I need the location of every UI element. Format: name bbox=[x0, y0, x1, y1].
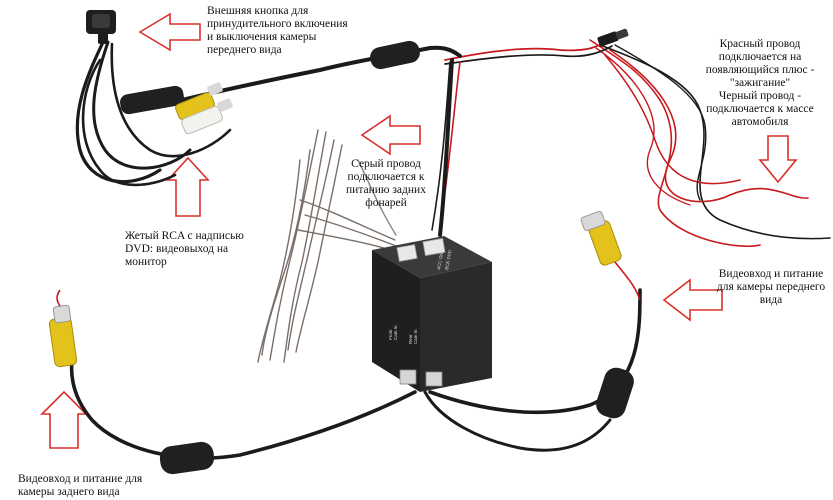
power-wires bbox=[431, 28, 831, 248]
label-yellow-rca: Жетый RCA с надписью DVD: видеовыход на … bbox=[125, 230, 244, 268]
arrow-yellow-rca bbox=[166, 156, 210, 217]
module-port-label-b: RearCam In bbox=[408, 329, 418, 344]
arrow-external-button bbox=[138, 12, 201, 52]
module-port-label-a: FrontCam In bbox=[388, 325, 398, 340]
rca-front-camera-connector bbox=[580, 211, 641, 301]
external-button-icon bbox=[86, 10, 116, 44]
cable-bulge-rear bbox=[159, 441, 215, 475]
arrow-power-wires bbox=[758, 135, 798, 184]
label-gray-wire: Серый провод подключается к питанию задн… bbox=[346, 158, 426, 209]
label-rear-camera-input: Видеовход и питание для камеры заднего в… bbox=[18, 473, 143, 498]
label-power-wires: Красный провод подключается на появляющи… bbox=[705, 38, 815, 128]
module-pin-label-a: ACC GND bbox=[436, 248, 445, 270]
cable-junction-top bbox=[370, 40, 420, 70]
label-front-camera-input: Видеовход и питание для камеры переднего… bbox=[716, 268, 826, 306]
label-external-button: Внешняя кнопка для принудительного включ… bbox=[207, 5, 348, 56]
module-pin-label-b: BCK DVD bbox=[444, 249, 453, 270]
arrow-gray-wire bbox=[360, 114, 421, 156]
gray-wire-coil bbox=[257, 129, 399, 363]
arrow-rear-camera bbox=[40, 390, 88, 449]
rca-rear-camera-connector bbox=[48, 289, 78, 368]
control-module bbox=[372, 236, 492, 392]
rca-barrel-top bbox=[120, 85, 184, 115]
arrow-front-camera bbox=[662, 278, 723, 322]
rca-dvd-connectors bbox=[175, 82, 233, 135]
cable-bulge-front bbox=[596, 367, 634, 419]
